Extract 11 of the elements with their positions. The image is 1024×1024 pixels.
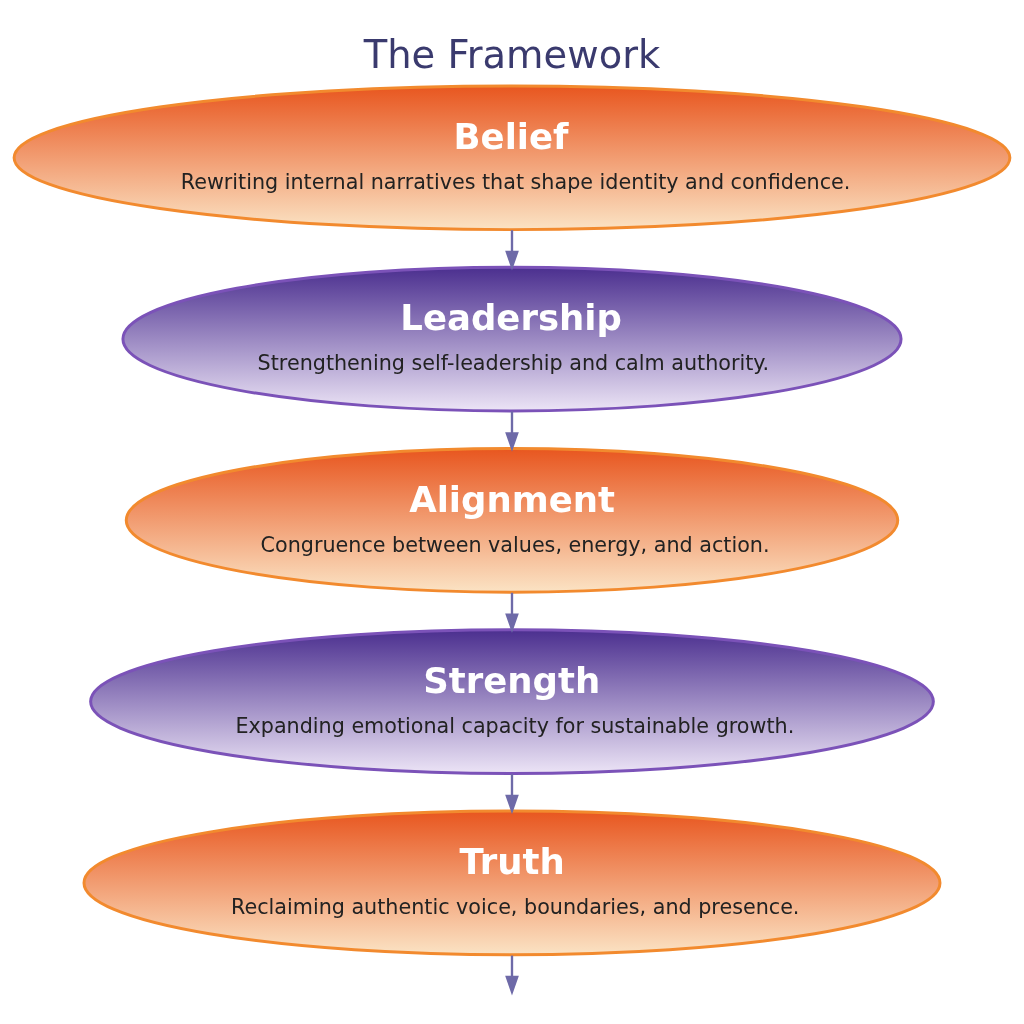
arrow: [505, 774, 519, 815]
node-ellipse: Leadership Strengthening self-leadership and calm authority.: [121, 265, 903, 413]
node-ellipse: Strength Expanding emotional capacity for sustainable growth.: [89, 628, 935, 775]
node-ellipse: Alignment Congruence between values, energy, and action.: [124, 447, 900, 594]
arrow: [505, 230, 519, 271]
arrow: [505, 411, 519, 452]
arrow: [505, 955, 519, 996]
node-ellipse: Belief Rewriting internal narratives that shape identity and confidence.: [12, 84, 1012, 232]
arrow: [505, 592, 519, 633]
node-ellipse: Truth Reclaiming authentic voice, boundaries, and presence.: [82, 809, 942, 957]
diagram-title: The Framework: [363, 31, 661, 77]
